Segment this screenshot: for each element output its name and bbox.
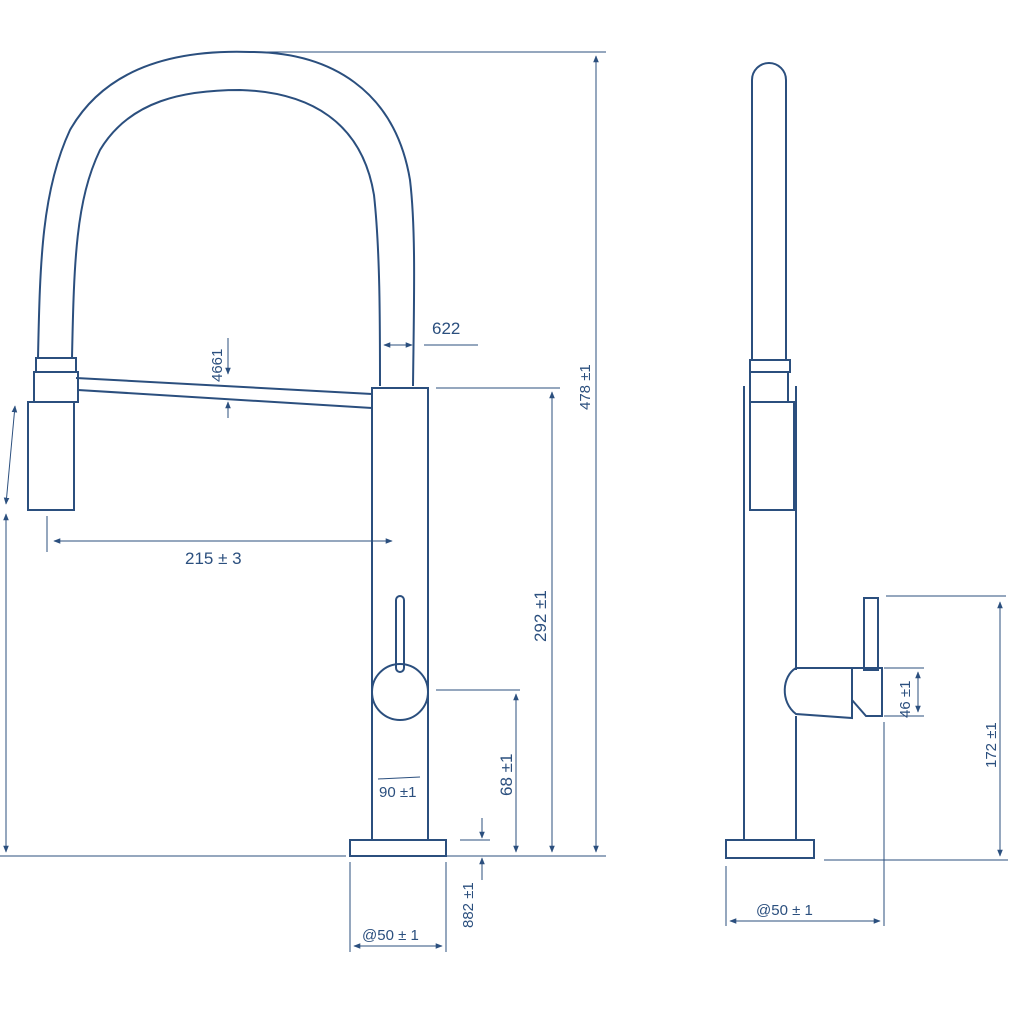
base-thickness-label: 882 ±1 [460,882,477,928]
spray-length-dim [3,405,18,505]
arm-thickness-label: 4661 [209,349,226,382]
body-diameter-label: 90 ±1 [379,784,416,801]
spray-head-body [27,401,75,511]
body-height-label: 292 ±1 [531,590,550,642]
spout-inner-curve [71,88,381,387]
side-spray-band [749,371,789,403]
side-view: 172 ±1 46 ±1 @50 ± 1 [725,62,1008,926]
side-spray-collar [749,359,791,373]
body-diameter-line [377,776,421,780]
side-lever-stem [863,597,879,671]
holder-arm-top [75,377,373,395]
faucet-base [349,839,447,857]
side-lever-body [783,667,853,720]
handle-lever [395,595,405,673]
spray-head-band [33,371,79,403]
side-spout [751,62,787,360]
side-holder [749,401,795,511]
holder-arm-bottom [77,389,373,409]
side-base [725,839,815,859]
total-height-label: 478 ±1 [577,364,594,410]
spout-outer-curve [37,50,416,387]
side-lever-tip [851,667,883,717]
handle-knob [371,663,429,721]
base-front-label: @50 ± 1 [362,927,419,944]
side-body [743,386,797,840]
lever-height-label: 172 ±1 [983,722,1000,768]
spray-head-collar [35,357,77,373]
lever-width-label: 46 ±1 [897,681,914,718]
hose-width-label: 622 [432,319,460,338]
reach-label: 215 ± 3 [185,549,242,568]
faucet-body [371,387,429,841]
handle-height-label: 68 ±1 [497,754,516,796]
base-side-label: @50 ± 1 [756,902,813,919]
front-view: 478 ±1 292 ±1 68 ±1 215 ± 3 622 4661 90 … [0,50,606,952]
